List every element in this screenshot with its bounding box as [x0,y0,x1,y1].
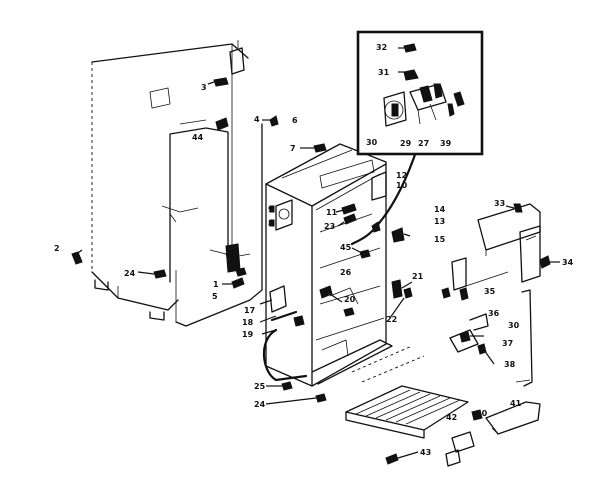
callout-30-right: 30 [508,321,520,330]
callout-24-upper: 24 [124,269,136,278]
side-panel [451,203,541,291]
callout-5: 5 [212,292,218,301]
callout-1: 1 [213,280,219,289]
callout-26: 26 [340,268,352,277]
callout-32: 32 [376,43,387,52]
right-lower-hardware [449,289,541,435]
callout-37: 37 [502,339,513,348]
callout-17: 17 [244,306,255,315]
callout-10: 10 [396,181,408,190]
callout-40: 40 [476,409,488,418]
rear-panel [169,123,263,327]
callout-4: 4 [254,115,260,124]
callout-3: 3 [201,83,207,92]
inset-detail [356,30,484,156]
leveling-feet [445,431,475,467]
callout-9: 9 [268,205,274,214]
callout-18: 18 [242,318,254,327]
callout-8: 8 [268,219,274,228]
callout-23: 23 [324,222,335,231]
main-unit-body [265,143,393,387]
callout-19: 19 [242,330,254,339]
callout-29: 29 [400,139,412,148]
callout-20: 20 [344,295,356,304]
callout-45: 45 [340,243,352,252]
callout-13: 13 [434,217,445,226]
callout-11: 11 [326,208,338,217]
callout-41: 41 [510,399,522,408]
callout-44: 44 [192,133,204,142]
callout-38: 38 [504,360,516,369]
callout-35: 35 [484,287,496,296]
callout-27: 27 [418,139,429,148]
callout-12: 12 [396,171,407,180]
wire-harness [350,144,420,246]
callout-14: 14 [434,205,446,214]
callout-6: 6 [292,116,298,125]
drain-tubing [262,285,308,382]
callout-39: 39 [440,139,452,148]
callout-24-lower: 24 [254,400,266,409]
callout-21: 21 [412,272,424,281]
callout-15: 15 [434,235,446,244]
callout-25: 25 [254,382,266,391]
callout-34: 34 [562,258,574,267]
callout-22: 22 [386,315,397,324]
callout-leaders [73,81,560,459]
callout-2: 2 [54,244,60,253]
base-grate [345,345,469,439]
screws [71,115,551,465]
callout-31: 31 [378,68,390,77]
callout-36: 36 [488,309,500,318]
outer-cabinet-shell [91,43,249,321]
callout-33: 33 [494,199,505,208]
callout-30: 30 [366,138,378,147]
top-bracket [213,40,245,87]
callout-43: 43 [420,448,431,457]
callout-labels: 32 31 30 29 27 39 3 4 44 6 7 12 10 11 23… [54,43,574,457]
callout-7: 7 [290,144,296,153]
callout-42: 42 [446,413,457,422]
